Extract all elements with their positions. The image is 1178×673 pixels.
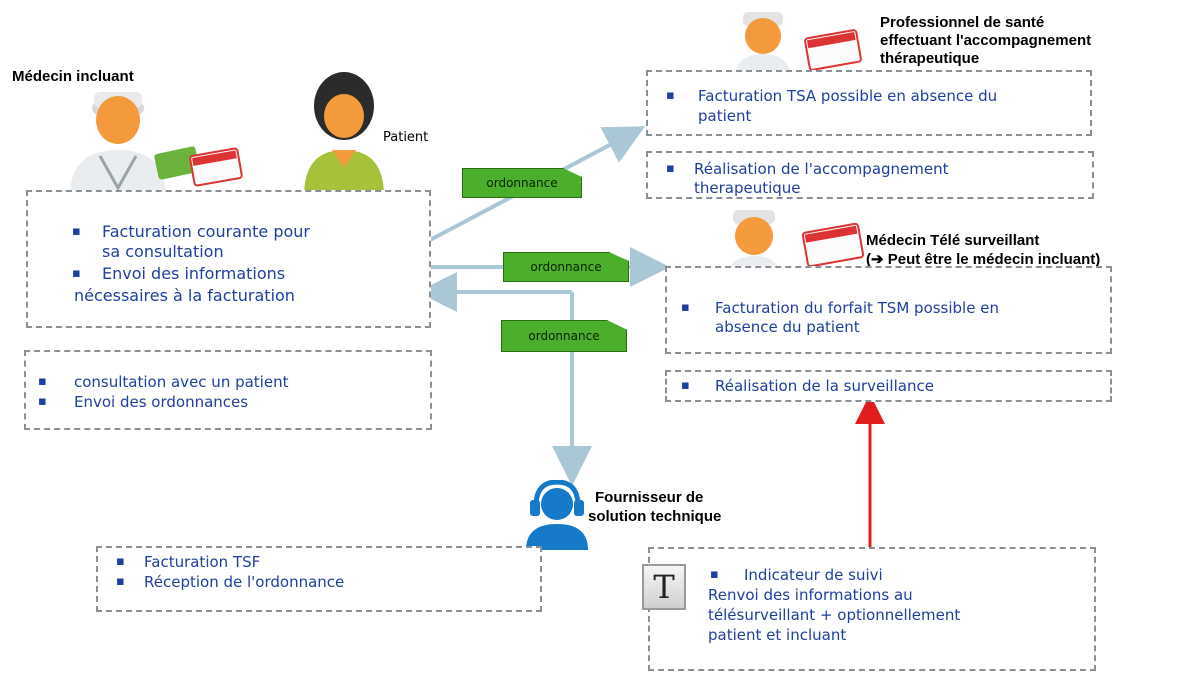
medecin-incluant-label: Médecin incluant	[12, 68, 134, 85]
bullet: ▪	[72, 224, 81, 239]
box-line: télésurveillant + optionnellement	[708, 606, 961, 624]
box-line: therapeutique	[694, 179, 801, 197]
box-line: nécessaires à la facturation	[74, 286, 295, 305]
tsm-billing-box: ▪ Facturation du forfait TSM possible en…	[665, 266, 1112, 354]
box-line: Réalisation de la surveillance	[715, 377, 934, 395]
bullet: ▪	[710, 567, 719, 582]
box-line: Indicateur de suivi	[744, 566, 883, 584]
ordonnance-tag-1: ordonnance	[462, 168, 582, 198]
text-tool-icon[interactable]: T	[642, 564, 686, 610]
box-line: Facturation TSF	[144, 553, 261, 571]
bullet: ▪	[681, 300, 690, 315]
bullet: ▪	[681, 378, 690, 393]
fournisseur-label-2: solution technique	[588, 508, 722, 525]
ordonnance-tag-3: ordonnance	[501, 320, 627, 352]
box-line: sa consultation	[102, 242, 224, 261]
medecin-tele-label-2: (➔ Peut être le médecin incluant)	[866, 251, 1101, 268]
doctor-incluant-icon	[70, 92, 243, 196]
accompagnement-box: ▪ Réalisation de l'accompagnement therap…	[646, 151, 1094, 199]
patient-icon	[304, 72, 384, 196]
box-line: patient et incluant	[708, 626, 847, 644]
medecin-tele-label-1: Médecin Télé surveillant	[866, 232, 1040, 249]
box-line: Réalisation de l'accompagnement	[694, 160, 949, 178]
box-line: Facturation du forfait TSM possible en	[715, 299, 999, 317]
professionnel-label-3: thérapeutique	[880, 50, 980, 67]
bullet: ▪	[72, 266, 81, 281]
box-line: Facturation TSA possible en absence du	[698, 87, 998, 105]
box-line: consultation avec un patient	[74, 373, 289, 391]
tsa-billing-box: ▪ Facturation TSA possible en absence du…	[646, 70, 1092, 136]
bullet: ▪	[666, 161, 675, 176]
box-line: patient	[698, 107, 752, 125]
box-line: absence du patient	[715, 318, 860, 336]
headset-icon	[526, 480, 588, 550]
incluant-billing-box: ▪ Facturation courante pour sa consultat…	[26, 190, 431, 328]
bullet: ▪	[38, 394, 47, 409]
box-line: Envoi des ordonnances	[74, 393, 249, 411]
bullet: ▪	[116, 574, 125, 589]
professionnel-label-2: effectuant l'accompagnement	[880, 32, 1092, 49]
bullet: ▪	[116, 554, 125, 569]
fournisseur-label-1: Fournisseur de	[595, 489, 704, 506]
medecin-tele-icon	[725, 210, 865, 286]
surveillance-box: ▪ Réalisation de la surveillance	[665, 370, 1112, 402]
incluant-consult-box: ▪ consultation avec un patient ▪ Envoi d…	[24, 350, 432, 430]
tsf-box: ▪ Facturation TSF ▪ Réception de l'ordon…	[96, 546, 542, 612]
box-line: Réception de l'ordonnance	[144, 573, 345, 591]
bullet: ▪	[38, 374, 47, 389]
suivi-box: ▪ Indicateur de suivi Renvoi des informa…	[648, 547, 1096, 671]
patient-label: Patient	[383, 130, 429, 145]
box-line: Facturation courante pour	[102, 222, 310, 241]
box-line: Envoi des informations	[102, 264, 286, 283]
box-line: Renvoi des informations au	[708, 586, 913, 604]
text-tool-letter: T	[653, 568, 675, 606]
bullet: ▪	[666, 88, 675, 103]
professionnel-label-1: Professionnel de santé	[880, 14, 1045, 31]
ordonnance-tag-2: ordonnance	[503, 252, 629, 282]
